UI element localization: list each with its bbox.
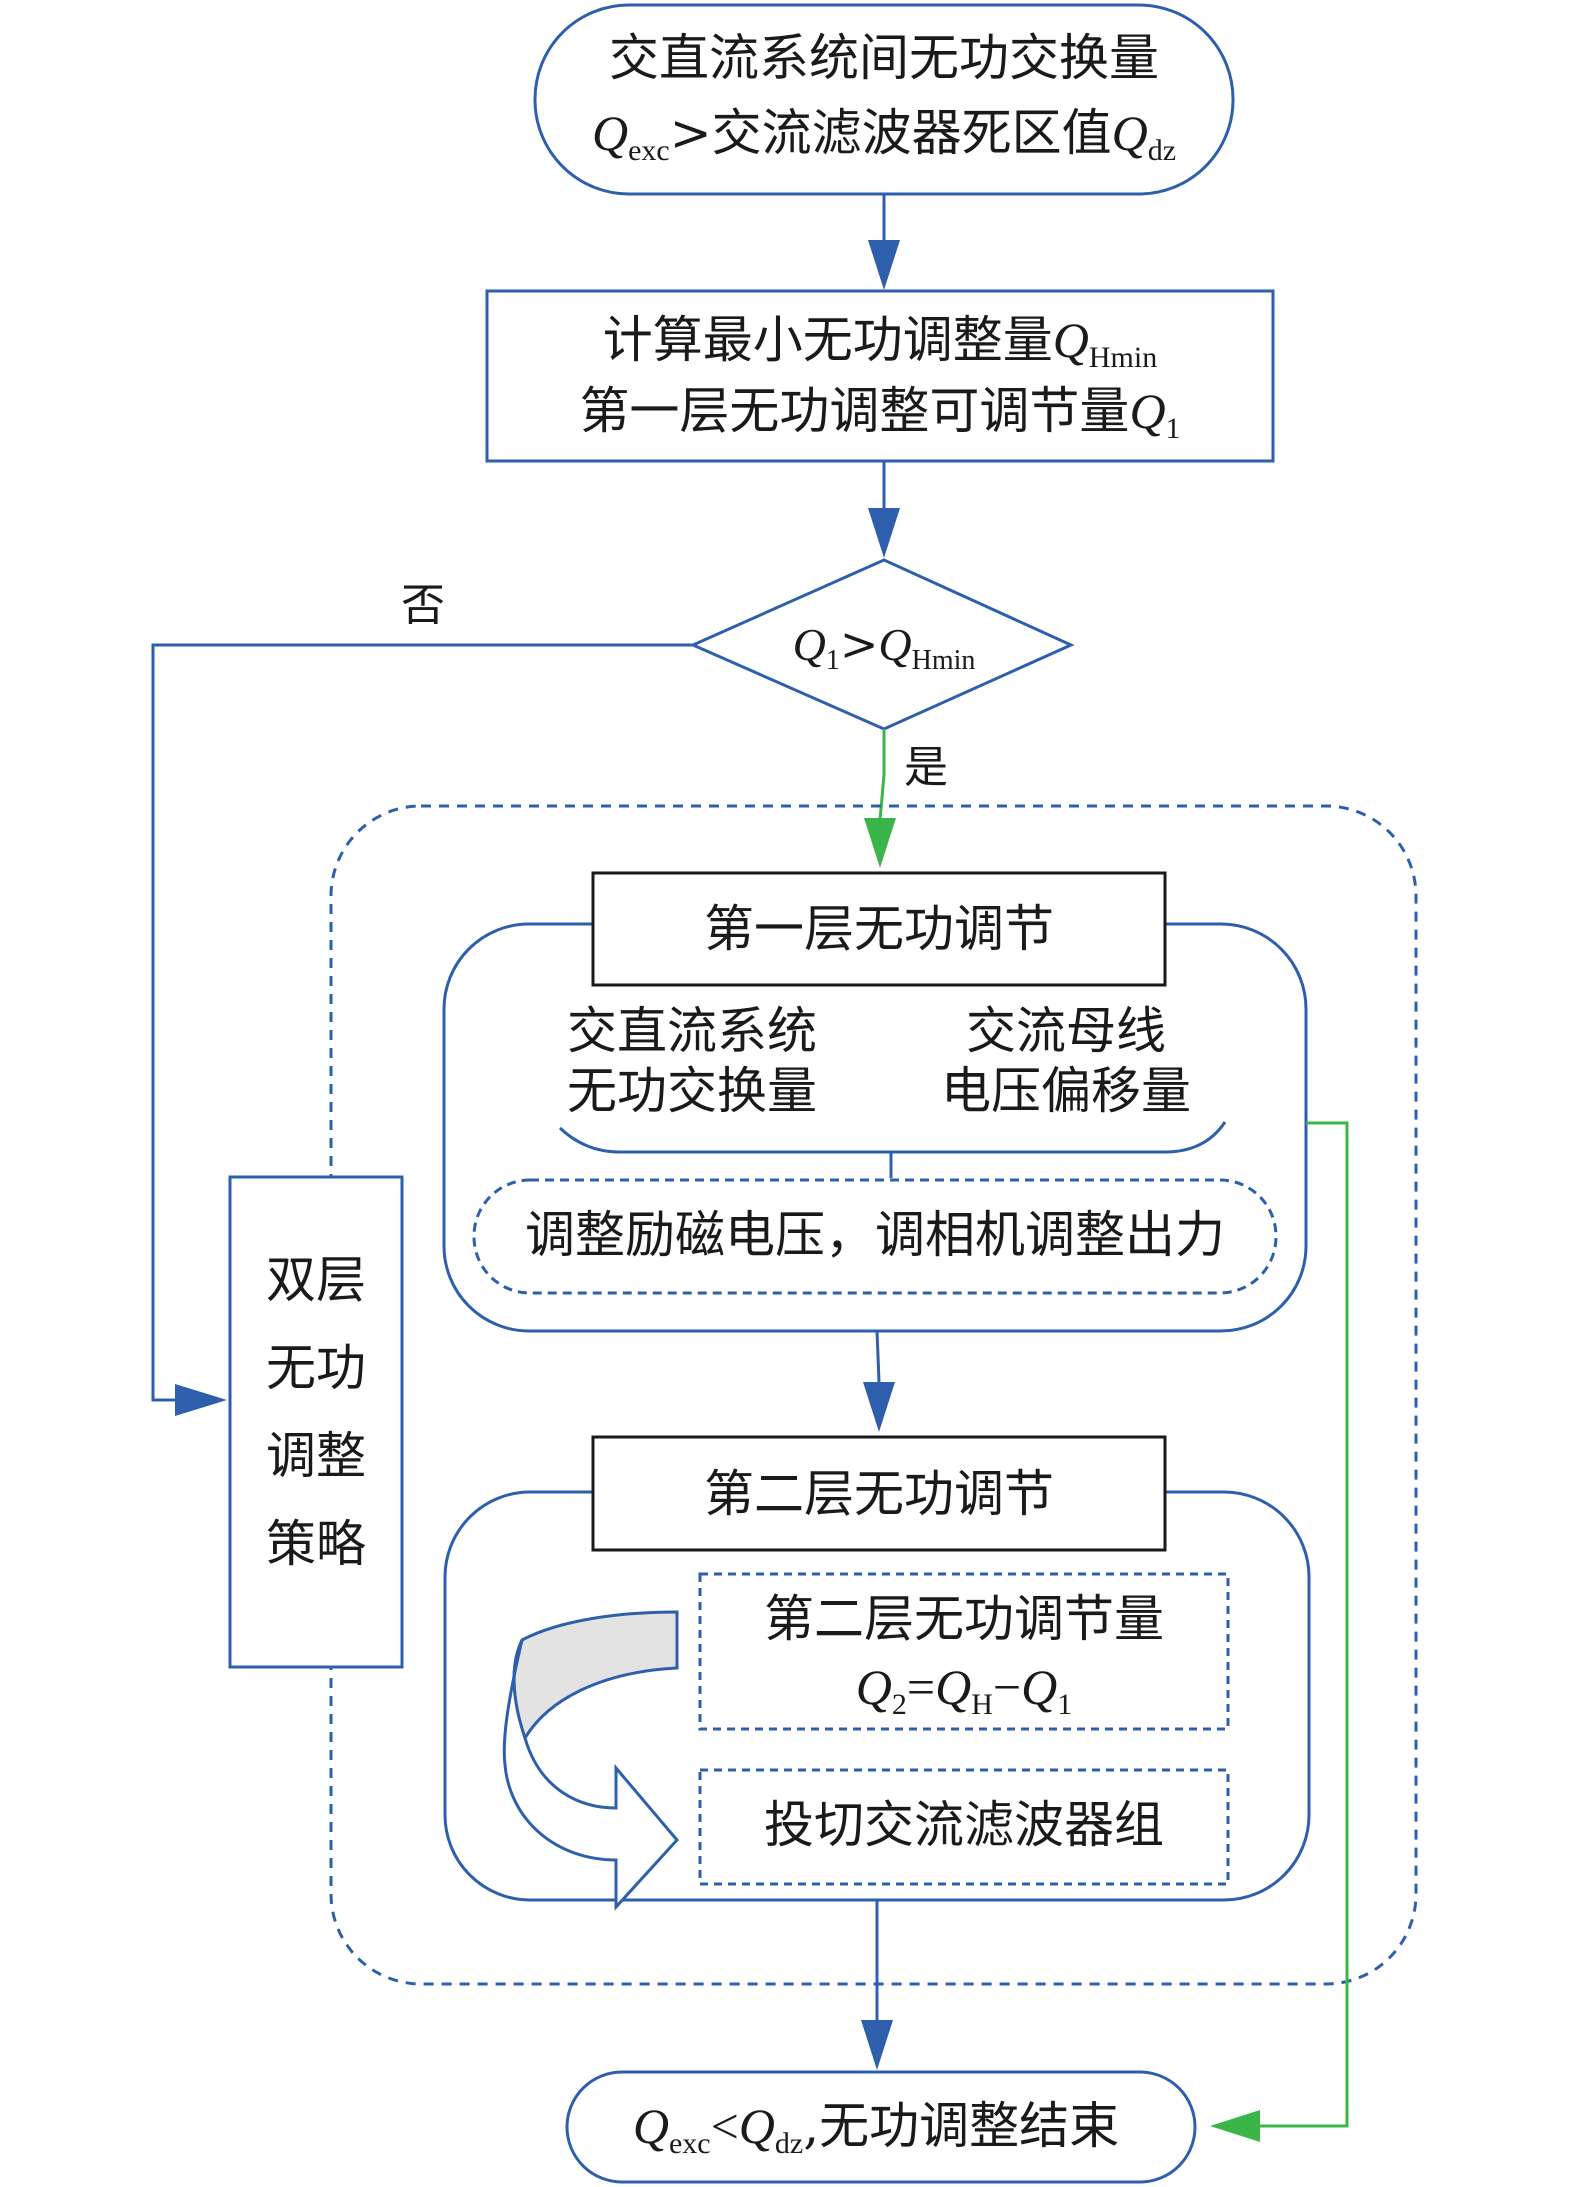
end-text: Qexc<Qdz,无功调整结束 <box>633 2097 1119 2160</box>
layer2-title-box: 第二层无功调节 <box>591 1435 1167 1552</box>
start-line1: 交直流系统间无功交换量 <box>609 29 1159 87</box>
start-node: 交直流系统间无功交换量 Qexc>交流滤波器死区值Qdz <box>533 3 1235 196</box>
arrow-layer2-to-end <box>861 1900 893 2070</box>
calc-line2: 第一层无功调整可调节量Q1 <box>579 382 1180 445</box>
no-label: 否 <box>401 580 445 631</box>
strategy-line2: 无功 <box>266 1339 366 1397</box>
layer1-input-right-line1: 交流母线 <box>966 1002 1166 1060</box>
layer1-title: 第一层无功调节 <box>704 900 1054 958</box>
layer2-action: 投切交流滤波器组 <box>764 1796 1164 1854</box>
arrow-calc-to-decision <box>868 461 900 558</box>
curved-arrow-icon <box>502 1610 679 1911</box>
yes-branch: 是 <box>864 729 948 868</box>
layer2-title: 第二层无功调节 <box>704 1465 1054 1523</box>
start-condition-text: >交流滤波器死区值 <box>670 104 1112 162</box>
q-exc-symbol: Q <box>592 105 628 161</box>
strategy-box: 双层 无功 调整 策略 <box>228 1175 404 1669</box>
layer1-title-box: 第一层无功调节 <box>591 871 1167 987</box>
strategy-line4: 策略 <box>266 1515 366 1573</box>
layer2-formula: Q2=QH−Q1 <box>856 1659 1072 1721</box>
decision-node: Q1>QHmin <box>689 558 1075 731</box>
start-line2: Qexc>交流滤波器死区值Qdz <box>592 104 1176 167</box>
layer1-action: 调整励磁电压，调相机调整出力 <box>525 1206 1225 1264</box>
layer2-amount-box: 第二层无功调节量 Q2=QH−Q1 <box>698 1572 1230 1731</box>
layer2-action-box: 投切交流滤波器组 <box>698 1768 1230 1886</box>
q-dz-symbol: Q <box>1112 105 1148 161</box>
exc-subscript: exc <box>628 134 670 167</box>
strategy-line1: 双层 <box>266 1251 366 1309</box>
green-bypass-path <box>1210 1121 1349 2142</box>
calc-line1: 计算最小无功调整量QHmin <box>603 311 1157 374</box>
arrow-layer1-to-layer2 <box>863 1330 895 1432</box>
arrow-start-to-calc <box>868 194 900 290</box>
layer1-input-left-line2: 无功交换量 <box>567 1062 817 1120</box>
dz-subscript: dz <box>1148 134 1176 167</box>
layer1-input-right-line2: 电压偏移量 <box>941 1062 1191 1120</box>
end-node: Qexc<Qdz,无功调整结束 <box>565 2070 1197 2184</box>
calc-box: 计算最小无功调整量QHmin 第一层无功调整可调节量Q1 <box>485 289 1275 463</box>
strategy-line3: 调整 <box>266 1427 366 1485</box>
yes-label: 是 <box>904 742 948 793</box>
layer1-input-left-line1: 交直流系统 <box>567 1002 817 1060</box>
decision-condition: Q1>QHmin <box>793 617 976 676</box>
no-branch: 否 <box>151 580 693 1416</box>
layer2-amount-line1: 第二层无功调节量 <box>764 1590 1164 1648</box>
layer1-action-box: 调整励磁电压，调相机调整出力 <box>472 1178 1278 1295</box>
